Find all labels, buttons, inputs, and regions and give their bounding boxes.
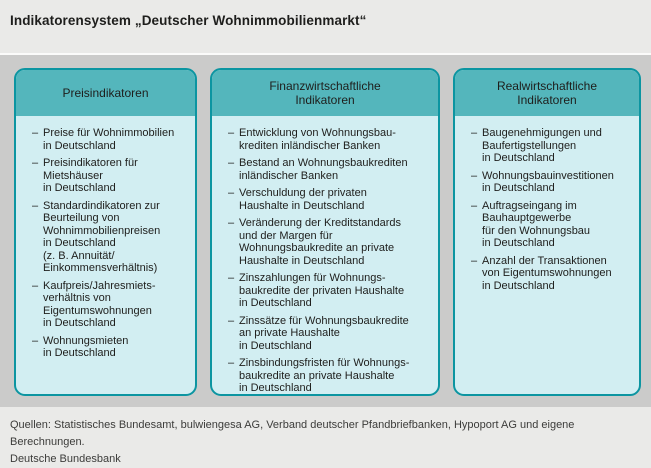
indicator-list-preisindikatoren: Preise für Wohnimmobilien in Deutschland… bbox=[32, 127, 190, 360]
indicator-item: Standardindikatoren zur Beurteilung von … bbox=[32, 200, 190, 275]
indicator-item: Bestand an Wohnungsbaukrediten inländisc… bbox=[228, 157, 433, 182]
indicator-item: Auftragseingang im Bauhauptgewerbe für d… bbox=[471, 200, 634, 250]
column-body: Entwicklung von Wohnungsbau- krediten in… bbox=[212, 116, 438, 394]
indicator-item: Zinssätze für Wohnungsbaukredite an priv… bbox=[228, 315, 433, 353]
column-header-finanzwirtschaftliche-indikatoren: Finanzwirtschaftliche Indikatoren bbox=[212, 70, 438, 116]
indicator-item: Zinszahlungen für Wohnungs- baukredite d… bbox=[228, 272, 433, 310]
indicator-item: Kaufpreis/Jahresmiets- verhältnis von Ei… bbox=[32, 280, 190, 330]
indicator-item: Zinsbindungsfristen für Wohnungs- baukre… bbox=[228, 357, 433, 394]
indicator-list-realwirtschaftliche-indikatoren: Baugenehmigungen und Baufertigstellungen… bbox=[471, 127, 634, 292]
column-body: Preise für Wohnimmobilien in Deutschland… bbox=[16, 116, 195, 365]
indicator-list-finanzwirtschaftliche-indikatoren: Entwicklung von Wohnungsbau- krediten in… bbox=[228, 127, 433, 394]
indicator-item: Baugenehmigungen und Baufertigstellungen… bbox=[471, 127, 634, 165]
indicator-item: Veränderung der Kreditstandards und der … bbox=[228, 217, 433, 267]
figure-title: Indikatorensystem „Deutscher Wohnimmobil… bbox=[10, 13, 367, 28]
column-body: Baugenehmigungen und Baufertigstellungen… bbox=[455, 116, 639, 297]
column-finanzwirtschaftliche-indikatoren: Finanzwirtschaftliche Indikatoren Entwic… bbox=[210, 68, 440, 396]
indicator-item: Preisindikatoren für Mietshäuser in Deut… bbox=[32, 157, 190, 195]
indicator-item: Preise für Wohnimmobilien in Deutschland bbox=[32, 127, 190, 152]
indicator-item: Anzahl der Transaktionen von Eigentumswo… bbox=[471, 255, 634, 293]
indicator-item: Wohnungsbauinvestitionen in Deutschland bbox=[471, 170, 634, 195]
indicator-item: Entwicklung von Wohnungsbau- krediten in… bbox=[228, 127, 433, 152]
column-realwirtschaftliche-indikatoren: Realwirtschaftliche Indikatoren Baugeneh… bbox=[453, 68, 641, 396]
indicator-item: Verschuldung der privaten Haushalte in D… bbox=[228, 187, 433, 212]
column-header-realwirtschaftliche-indikatoren: Realwirtschaftliche Indikatoren bbox=[455, 70, 639, 116]
indicator-panel: Preisindikatoren Preise für Wohnimmobili… bbox=[0, 55, 651, 407]
sources-line: Quellen: Statistisches Bundesamt, bulwie… bbox=[10, 419, 575, 448]
indicator-item: Wohnungsmieten in Deutschland bbox=[32, 335, 190, 360]
column-header-preisindikatoren: Preisindikatoren bbox=[16, 70, 195, 116]
figure-footer: Quellen: Statistisches Bundesamt, bulwie… bbox=[0, 407, 651, 465]
figure: Indikatorensystem „Deutscher Wohnimmobil… bbox=[0, 0, 651, 458]
column-preisindikatoren: Preisindikatoren Preise für Wohnimmobili… bbox=[14, 68, 197, 396]
figure-header-area: Indikatorensystem „Deutscher Wohnimmobil… bbox=[0, 0, 651, 55]
